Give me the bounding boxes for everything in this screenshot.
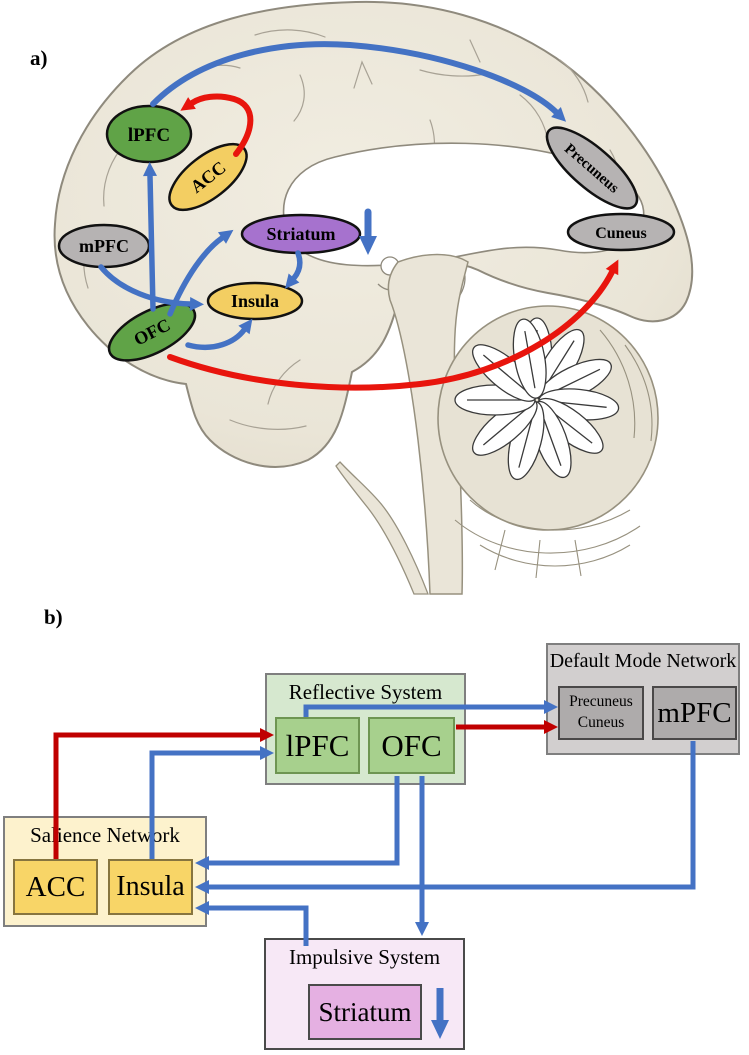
panel-a-node-labels: lPFC ACC mPFC OFC Striatum Insula Precun… <box>79 125 647 350</box>
panel-a-arrows <box>98 41 619 391</box>
panel-a-label: a) <box>30 46 48 70</box>
lpfc-box-label: lPFC <box>285 727 350 763</box>
cuneus-node <box>566 212 676 252</box>
salience-network-title: Salience Network <box>30 823 180 847</box>
insula-node-label: Insula <box>231 291 279 311</box>
insula-box-label: Insula <box>116 871 185 902</box>
mpfc-node-label: mPFC <box>79 236 129 256</box>
striatum-node <box>240 213 362 255</box>
arrow-ofc-to-insula <box>185 318 253 351</box>
precuneus-node-label: Precuneus <box>561 141 622 197</box>
reflective-system-title: Reflective System <box>288 680 443 704</box>
default-mode-network-title: Default Mode Network <box>549 650 737 672</box>
temporal-stem <box>335 461 429 595</box>
lpfc-box: lPFC <box>275 717 360 774</box>
cerebellum-cortex <box>437 305 659 531</box>
panel-a-nodes <box>57 104 676 362</box>
ofc-box-label: OFC <box>381 727 442 763</box>
arrow-ofc-to-lpfc <box>143 162 157 312</box>
arrow-ofc-to-striatum <box>167 229 234 317</box>
acc-box-label: ACC <box>25 870 86 903</box>
ofc-node-label: OFC <box>131 314 174 349</box>
precuneus-cuneus-box: Precuneus Cuneus <box>558 686 644 740</box>
acc-node <box>168 142 248 212</box>
brain-illustration <box>53 0 694 595</box>
cerebellum-folia <box>454 317 620 481</box>
brainstem <box>387 253 469 595</box>
mpfc-box-label: mPFC <box>657 696 732 729</box>
striatum-box: Striatum <box>308 984 422 1040</box>
mpfc-node <box>57 223 151 269</box>
arrow-acc-to-lpfc <box>180 93 254 157</box>
arrow-ofc-to-cuneus <box>167 259 619 391</box>
thalamus-detail <box>380 256 400 276</box>
arrow-mpfc-to-insula <box>98 264 204 311</box>
fornix-detail <box>377 283 405 291</box>
mpfc-box: mPFC <box>652 686 737 740</box>
midbrain-detail <box>438 263 466 305</box>
lpfc-node <box>105 104 193 164</box>
cuneus-node-label: Cuneus <box>595 225 647 242</box>
corpus-callosum-region <box>282 142 645 267</box>
ofc-box: OFC <box>368 717 455 774</box>
impulsive-system-title: Impulsive System <box>288 945 441 969</box>
arrow-striatum-to-insula <box>285 250 303 289</box>
cuneus-box-label: Cuneus <box>577 714 625 731</box>
arrow-lpfc-to-precuneus <box>150 41 567 122</box>
acc-box: ACC <box>13 859 98 915</box>
striatum-node-label: Striatum <box>267 224 336 244</box>
ofc-node <box>107 302 197 362</box>
striatum-box-label: Striatum <box>318 996 412 1027</box>
cerebellum-striations <box>454 329 653 579</box>
lpfc-node-label: lPFC <box>128 125 170 146</box>
cerebrum-outline <box>53 0 694 468</box>
insula-node <box>206 281 304 321</box>
precuneus-node <box>545 126 639 210</box>
acc-node-label: ACC <box>186 157 229 197</box>
sulci-lines <box>83 29 641 430</box>
panel-b-label: b) <box>44 605 63 629</box>
arrow-b-ofc-to-insula <box>195 776 400 870</box>
insula-box: Insula <box>108 859 193 915</box>
precuneus-box-label: Precuneus <box>569 693 633 711</box>
